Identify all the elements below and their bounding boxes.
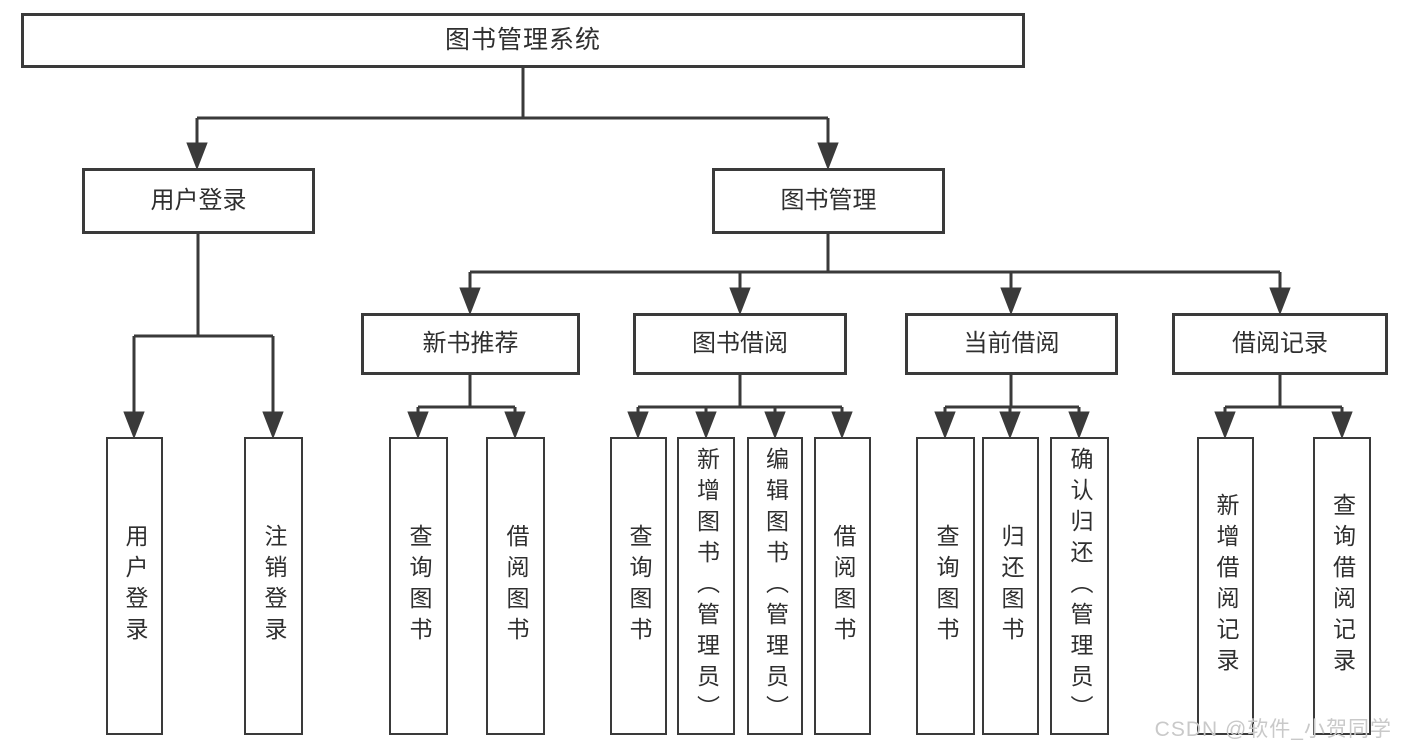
arrowhead-down-icon — [504, 411, 526, 440]
node-label: 借阅记录 — [1232, 330, 1328, 357]
arrowhead-down-icon — [1269, 287, 1291, 316]
node-user-login-leaf: 用户登录 — [106, 437, 163, 735]
arrowhead-down-icon — [186, 142, 208, 171]
node-borrow-book-recommend: 借阅图书 — [486, 437, 545, 735]
arrowhead-down-icon — [934, 411, 956, 440]
node-add-borrow-record: 新增借阅记录 — [1197, 437, 1254, 735]
node-label: 新增借阅记录 — [1213, 493, 1239, 679]
node-label: 查询图书 — [933, 524, 959, 648]
connector-book-borrow-to-leaves — [627, 375, 853, 440]
node-label: 当前借阅 — [963, 330, 1060, 357]
arrowhead-down-icon — [1068, 411, 1090, 440]
node-label: 图书借阅 — [692, 330, 788, 357]
node-label: 借阅图书 — [830, 524, 856, 648]
node-root: 图书管理系统 — [21, 13, 1025, 68]
node-current-borrow: 当前借阅 — [905, 313, 1118, 375]
connector-borrow-record-to-leaves — [1214, 375, 1353, 440]
node-query-book-current: 查询图书 — [916, 437, 975, 735]
connector-book-management-to-level3 — [459, 234, 1291, 316]
arrowhead-down-icon — [1331, 411, 1353, 440]
node-label: 查询图书 — [406, 524, 432, 648]
node-book-management: 图书管理 — [712, 168, 945, 234]
node-label: 图书管理 — [780, 187, 877, 214]
connector-user-login-to-leaves — [123, 234, 284, 440]
node-query-borrow-record: 查询借阅记录 — [1313, 437, 1371, 735]
node-query-book-borrow: 查询图书 — [610, 437, 667, 735]
arrowhead-down-icon — [123, 411, 145, 440]
node-logout-leaf: 注销登录 — [244, 437, 303, 735]
node-label: 编辑图书（管理员） — [762, 446, 789, 726]
node-label: 借阅图书 — [503, 524, 529, 648]
connector-new-book-recommend-to-leaves — [407, 375, 526, 440]
node-query-book-recommend: 查询图书 — [389, 437, 448, 735]
node-label: 确认归还（管理员） — [1067, 446, 1093, 726]
connector-current-borrow-to-leaves — [934, 375, 1090, 440]
arrowhead-down-icon — [695, 411, 717, 440]
arrowhead-down-icon — [764, 411, 786, 440]
watermark: CSDN @软件_小贺同学 — [1154, 718, 1392, 741]
node-label: 图书管理系统 — [444, 26, 601, 54]
node-borrow-record: 借阅记录 — [1172, 313, 1388, 375]
node-label: 新增图书（管理员） — [693, 446, 720, 726]
connector-root-to-level2 — [186, 68, 839, 171]
node-label: 用户登录 — [150, 187, 247, 214]
node-new-book-recommend: 新书推荐 — [361, 313, 580, 375]
node-label: 用户登录 — [122, 524, 148, 648]
arrowhead-down-icon — [729, 287, 751, 316]
node-book-borrow: 图书借阅 — [633, 313, 847, 375]
arrowhead-down-icon — [817, 142, 839, 171]
node-edit-book-admin: 编辑图书（管理员） — [747, 437, 803, 735]
node-label: 查询借阅记录 — [1329, 493, 1356, 679]
node-label: 注销登录 — [261, 524, 287, 648]
arrowhead-down-icon — [999, 411, 1021, 440]
arrowhead-down-icon — [627, 411, 649, 440]
node-user-login: 用户登录 — [82, 168, 315, 234]
node-add-book-admin: 新增图书（管理员） — [677, 437, 735, 735]
node-label: 查询图书 — [626, 524, 652, 648]
arrowhead-down-icon — [459, 287, 481, 316]
arrowhead-down-icon — [407, 411, 429, 440]
node-label: 新书推荐 — [422, 330, 519, 357]
node-confirm-return-admin: 确认归还（管理员） — [1050, 437, 1109, 735]
node-borrow-book-leaf: 借阅图书 — [814, 437, 871, 735]
arrowhead-down-icon — [1214, 411, 1236, 440]
arrowhead-down-icon — [262, 411, 284, 440]
arrowhead-down-icon — [1000, 287, 1022, 316]
arrowhead-down-icon — [831, 411, 853, 440]
node-return-book: 归还图书 — [982, 437, 1039, 735]
node-label: 归还图书 — [998, 524, 1024, 648]
